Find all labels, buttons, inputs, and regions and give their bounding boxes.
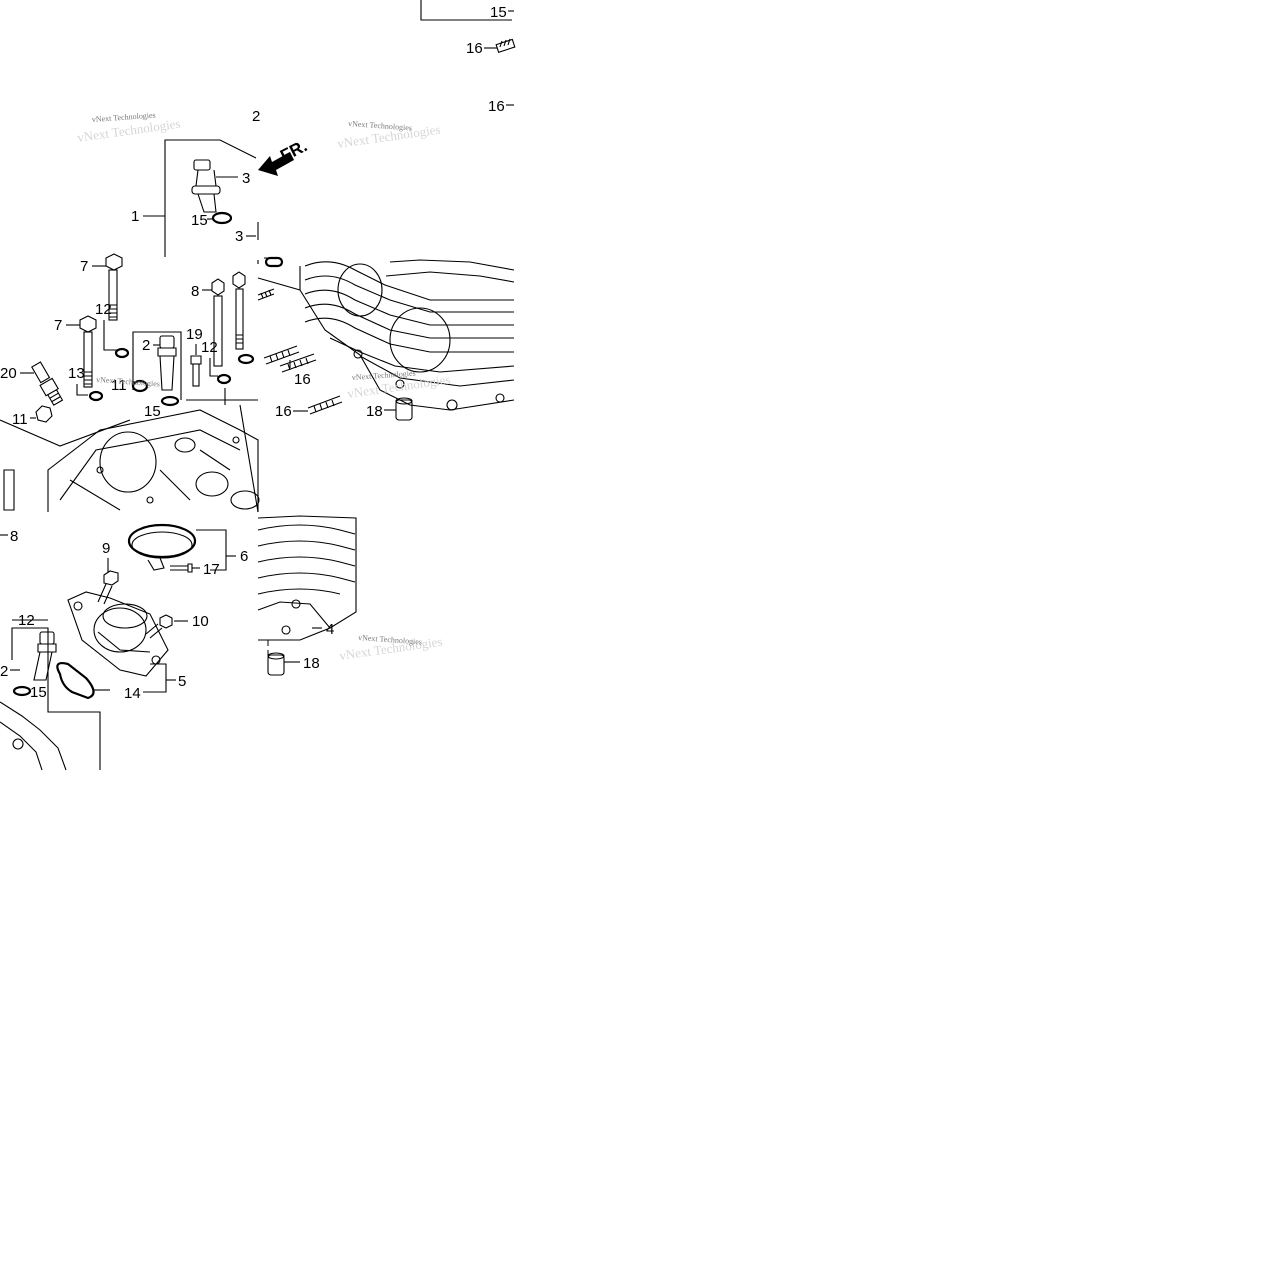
- callout-20: 20: [0, 365, 17, 382]
- screw-17: [170, 563, 193, 573]
- callout-19: 19: [186, 326, 203, 343]
- callout-12-left: 12: [95, 301, 112, 318]
- callout-13: 13: [68, 365, 85, 382]
- o-ring-15-lower: [12, 685, 32, 697]
- callout-18-upper: 18: [366, 403, 383, 420]
- callout-8-upper: 8: [191, 283, 199, 300]
- clamp-6: [127, 523, 197, 571]
- valve-guide-fragment-left: [3, 469, 15, 511]
- ring-top: [264, 256, 284, 268]
- head-fragment-bottom: [0, 701, 67, 771]
- callout-18-lower: 18: [303, 655, 320, 672]
- callout-2-lower: 2: [0, 663, 8, 680]
- callout-7-lower: 7: [54, 317, 62, 334]
- stud-16-a: [257, 288, 275, 301]
- callout-4: 4: [326, 621, 334, 638]
- callout-3-upper: 3: [242, 170, 250, 187]
- cylinder-head-panel: 7 7 12 20 13 2 19: [0, 253, 260, 513]
- valve-guide-2: [157, 335, 177, 391]
- bolt-9: [97, 570, 119, 605]
- valve-guide-3: [191, 159, 221, 213]
- callout-16-top-second: 16: [488, 98, 505, 115]
- callout-10: 10: [192, 613, 209, 630]
- o-ring-15-center: [160, 395, 180, 407]
- dowel-18-upper: [395, 397, 413, 421]
- valve-guide-2-lower: [33, 631, 57, 681]
- callout-3-lower: 3: [235, 228, 243, 245]
- gasket-14: [56, 662, 95, 700]
- callout-5: 5: [178, 673, 186, 690]
- insulator-5: [67, 591, 169, 677]
- callout-15-top: 15: [490, 4, 507, 21]
- cylinder-panel: 16 16: [257, 256, 515, 421]
- nut-11-left: [35, 405, 53, 423]
- bolt-19: [190, 355, 202, 387]
- washer-12-left: [114, 347, 130, 359]
- watermark-4: vNext Technologies: [96, 375, 160, 388]
- watermark-2: vNext Technologies: [348, 119, 412, 132]
- cylinder-body: [257, 259, 515, 411]
- watermark-5: vNext Technologies: [358, 633, 422, 646]
- cut-fragment-mark: 2: [252, 108, 260, 125]
- watermark-3: vNext Technologies: [352, 369, 416, 382]
- callout-7-upper: 7: [80, 258, 88, 275]
- front-direction-arrow: FR.: [258, 136, 310, 176]
- callout-17: 17: [203, 561, 220, 578]
- callout-14: 14: [124, 685, 141, 702]
- callout-11-center: 11: [111, 377, 127, 394]
- callout-12-lower: 12: [18, 612, 35, 629]
- spark-plug-20: [31, 361, 64, 406]
- intake-panel: 8 9 6 17: [0, 523, 248, 771]
- nut-11-center: [131, 379, 149, 393]
- cylinder-base-panel: 4 18: [257, 515, 357, 676]
- watermark-1: vNext Technologies: [92, 111, 156, 124]
- callout-15-upper: 15: [191, 212, 208, 229]
- callout-16-middle: 16: [294, 371, 311, 388]
- stud-bolt-16-top: [495, 38, 516, 53]
- cylinder-head-body: [47, 409, 260, 512]
- stud-16-b: [263, 345, 300, 365]
- callout-12-center: 12: [201, 339, 218, 356]
- callout-15-center: 15: [144, 403, 161, 420]
- bolt-7-lower: [79, 315, 97, 388]
- bolt-10: [145, 614, 173, 639]
- washer-8: [237, 353, 255, 365]
- washer-12-center: [216, 373, 232, 385]
- callout-16-top: 16: [466, 40, 483, 57]
- dowel-18-lower: [267, 652, 285, 676]
- callout-8-lower: 8: [10, 528, 18, 545]
- washer-13: [88, 390, 104, 402]
- callout-11-left: 11: [12, 411, 28, 428]
- callout-15-lower: 15: [30, 684, 47, 701]
- stud-16-d: [307, 395, 343, 415]
- callout-9: 9: [102, 540, 110, 557]
- top-right-fragment: 15 16 16: [420, 0, 516, 115]
- callout-16-lower: 16: [275, 403, 292, 420]
- callout-2-upper: 2: [142, 337, 150, 354]
- stud-16-c: [279, 353, 317, 373]
- bolt-8: [211, 278, 225, 367]
- callout-1: 1: [131, 208, 139, 225]
- bolt-8-long: [232, 271, 246, 350]
- callout-6: 6: [240, 548, 248, 565]
- o-ring-15-upper: [211, 211, 233, 225]
